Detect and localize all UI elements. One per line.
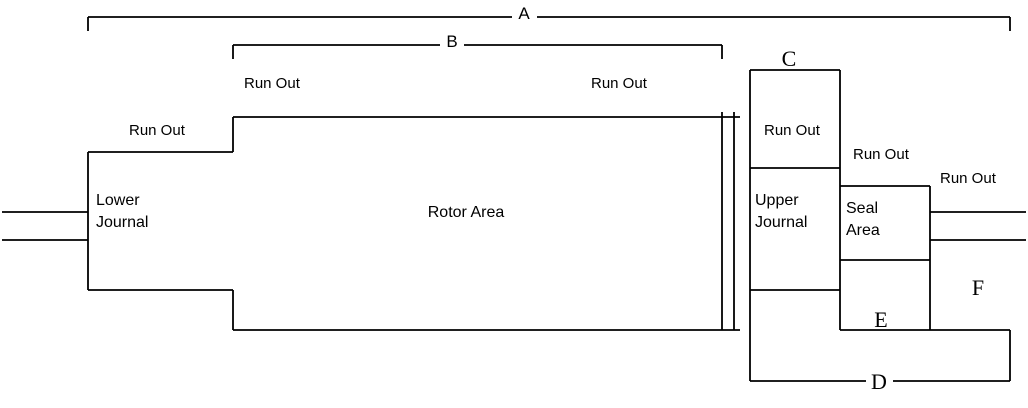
dim-c-label: C	[782, 46, 797, 71]
dim-a-label: A	[518, 4, 530, 23]
dim-d-label: D	[871, 369, 887, 394]
seal-area-label-line2: Area	[846, 222, 880, 239]
runout-label-upper-journal: Run Out	[764, 122, 821, 139]
dim-b-label: B	[446, 32, 457, 51]
upper-journal-label-line2: Journal	[755, 214, 807, 231]
runout-label-seal-area: Run Out	[853, 146, 910, 163]
upper-journal-label-line1: Upper	[755, 192, 799, 209]
runout-label-shaft-right: Run Out	[940, 170, 997, 187]
rotor-area-label: Rotor Area	[428, 204, 505, 221]
lower-journal-label-line1: Lower	[96, 192, 140, 209]
lower-journal-label-line2: Journal	[96, 214, 148, 231]
dim-e-label: E	[874, 307, 887, 332]
seal-area-label-line1: Seal	[846, 200, 878, 217]
runout-label-lower-journal: Run Out	[129, 122, 186, 139]
dim-f-label: F	[972, 275, 984, 300]
runout-label-rotor-right: Run Out	[591, 75, 648, 92]
runout-label-rotor-left: Run Out	[244, 75, 301, 92]
